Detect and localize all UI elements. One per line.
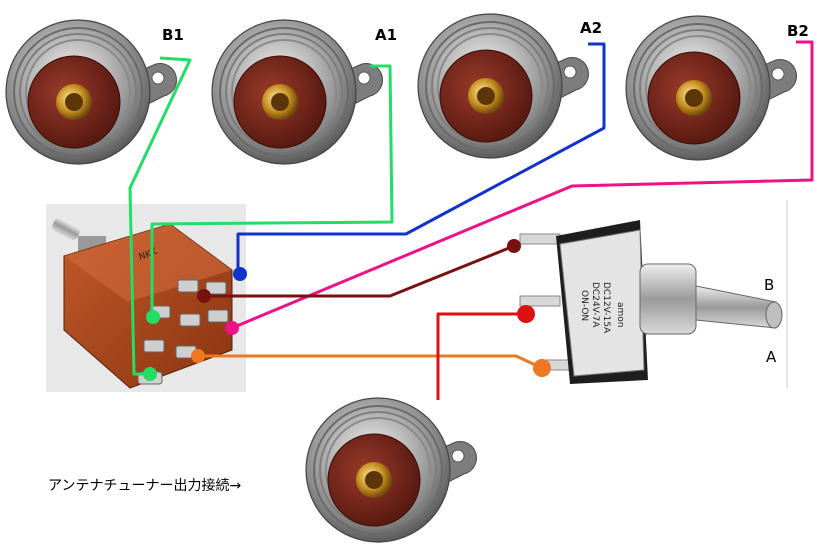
wire-output [436, 312, 526, 400]
wire-b1 [128, 56, 192, 376]
toggle-position-a-label: A [766, 348, 777, 366]
toggle-position-b-label: B [764, 276, 774, 294]
wire-a2 [236, 42, 606, 274]
terminal-toggle-common [507, 239, 521, 253]
terminal-toggle-b [517, 305, 535, 323]
terminal-a1 [146, 310, 160, 324]
connector-b2-label: B2 [787, 22, 809, 40]
toggle-rating-line3: ON-ON [579, 290, 589, 321]
connector-a2: A2 [417, 13, 602, 159]
connector-b2: B2 [625, 15, 809, 161]
terminal-b2 [225, 321, 239, 335]
connector-a1: A1 [211, 19, 397, 165]
wires [128, 40, 814, 400]
wire-common-bottom [198, 354, 543, 370]
connector-b1-label: B1 [162, 26, 184, 44]
terminal-a2 [233, 267, 247, 281]
spdt-toggle-switch: amon DC12V-15A DC24V-7A ON-ON B A [519, 200, 788, 388]
wire-a1 [150, 64, 394, 316]
terminal-common-bottom [191, 349, 205, 363]
terminal-toggle-a [533, 359, 551, 377]
terminal-common-top [197, 289, 211, 303]
connector-output [305, 397, 478, 543]
toggle-rating-line1: DC12V-15A [601, 282, 611, 334]
dpdt-switch: NKK [46, 204, 246, 392]
toggle-rating-line2: DC24V-7A [590, 282, 600, 328]
connector-a2-label: A2 [580, 19, 602, 37]
output-caption: アンテナチューナー出力接続→ [48, 477, 241, 494]
wire-terminals [143, 239, 551, 381]
wire-common-top [204, 244, 515, 298]
toggle-brand-text: amon [615, 302, 625, 328]
terminal-b1 [143, 367, 157, 381]
connector-b1: B1 [5, 19, 184, 165]
connector-a1-label: A1 [375, 26, 397, 44]
wire-b2 [231, 40, 814, 330]
